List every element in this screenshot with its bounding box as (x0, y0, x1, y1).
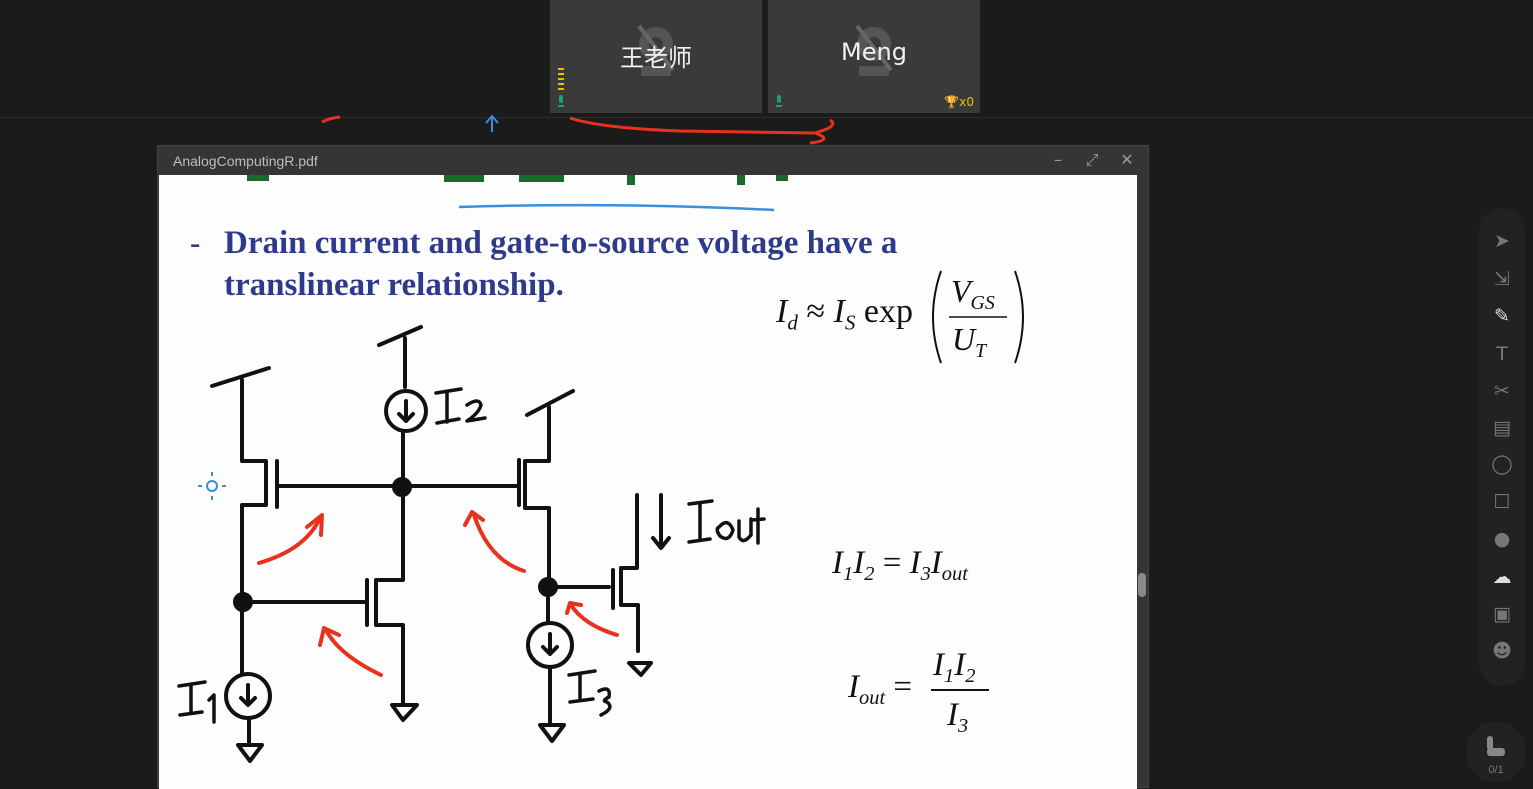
camera-off-icon (637, 24, 675, 76)
equation-fraction-den: UT (952, 321, 987, 362)
annotation-strokes (321, 114, 835, 145)
select-icon[interactable]: ➤ (1494, 230, 1510, 252)
equation-iout-den: I3 (947, 697, 969, 738)
participant-name: 王老师 (620, 44, 692, 72)
equation-drain-current: Id ≈ IS exp (776, 293, 914, 335)
annotation-toolbar: ➤ ⇲ ✎ T ✂ ▤ ◯ ☐ ● ☁ ▣ ☻ (1479, 208, 1525, 686)
participant-name: Meng (841, 38, 907, 66)
raise-hand-count: 0/1 (1488, 764, 1504, 776)
equation-iout-bar (931, 689, 989, 691)
maximize-button[interactable]: ⤢ (1085, 150, 1099, 169)
circuit-diagram (177, 325, 766, 763)
text-icon[interactable]: T (1496, 343, 1508, 365)
participant-tile[interactable]: 王老师 (550, 0, 762, 113)
scissors-icon[interactable]: ✂ (1494, 380, 1510, 402)
shape-icon[interactable]: ◯ (1491, 453, 1513, 475)
camera-off-icon (855, 24, 893, 76)
equation-iout-lhs: Iout = (848, 669, 912, 710)
window-titlebar[interactable]: AnalogComputingR.pdf – ⤢ ✕ (158, 146, 1148, 175)
bullet-dash: - (190, 225, 201, 260)
audio-level-icon (558, 68, 564, 90)
pdf-scrollbar-thumb[interactable] (1138, 573, 1146, 597)
raise-hand-button[interactable]: 0/1 (1466, 722, 1526, 782)
close-button[interactable]: ✕ (1120, 150, 1134, 169)
top-divider (0, 117, 1533, 118)
laser-pointer-icon[interactable]: ⇲ (1494, 268, 1510, 290)
pen-icon[interactable]: ✎ (1494, 305, 1510, 327)
bullet-text: Drain current and gate-to-source voltage… (224, 222, 1024, 306)
equation-iout-num: I1I2 (933, 647, 976, 688)
mic-icon (776, 95, 782, 107)
pdf-viewer-window[interactable]: AnalogComputingR.pdf – ⤢ ✕ - Drain curre… (157, 145, 1149, 789)
pdf-page[interactable]: - Drain current and gate-to-source volta… (159, 175, 1137, 789)
toolbox-icon[interactable]: ▣ (1493, 603, 1511, 625)
trophy-badge: 🏆x0 (944, 95, 974, 109)
equation-product: I1I2 = I3Iout (832, 545, 968, 586)
heading-remnant (247, 175, 788, 212)
chat-icon[interactable]: ● (1493, 528, 1511, 550)
edit-icon[interactable]: ☐ (1493, 491, 1511, 513)
trophy-icon: 🏆 (944, 95, 960, 109)
minimize-button[interactable]: – (1054, 150, 1062, 169)
equation-parens (932, 270, 1024, 364)
trophy-count: x0 (959, 95, 974, 109)
mic-icon (558, 95, 564, 107)
cursor-crosshair-icon (198, 472, 226, 500)
window-title: AnalogComputingR.pdf (173, 153, 318, 169)
users-icon[interactable]: ☻ (1492, 640, 1512, 662)
bullet-line-2: translinear relationship. (224, 267, 564, 303)
participant-tile[interactable]: Meng 🏆x0 (768, 0, 980, 113)
hand-icon (1487, 736, 1505, 756)
equation-fraction-num: VGS (951, 273, 995, 314)
trash-icon[interactable]: ▤ (1493, 417, 1511, 439)
cloud-icon[interactable]: ☁ (1492, 566, 1512, 588)
bullet-line-1: Drain current and gate-to-source voltage… (224, 225, 898, 261)
